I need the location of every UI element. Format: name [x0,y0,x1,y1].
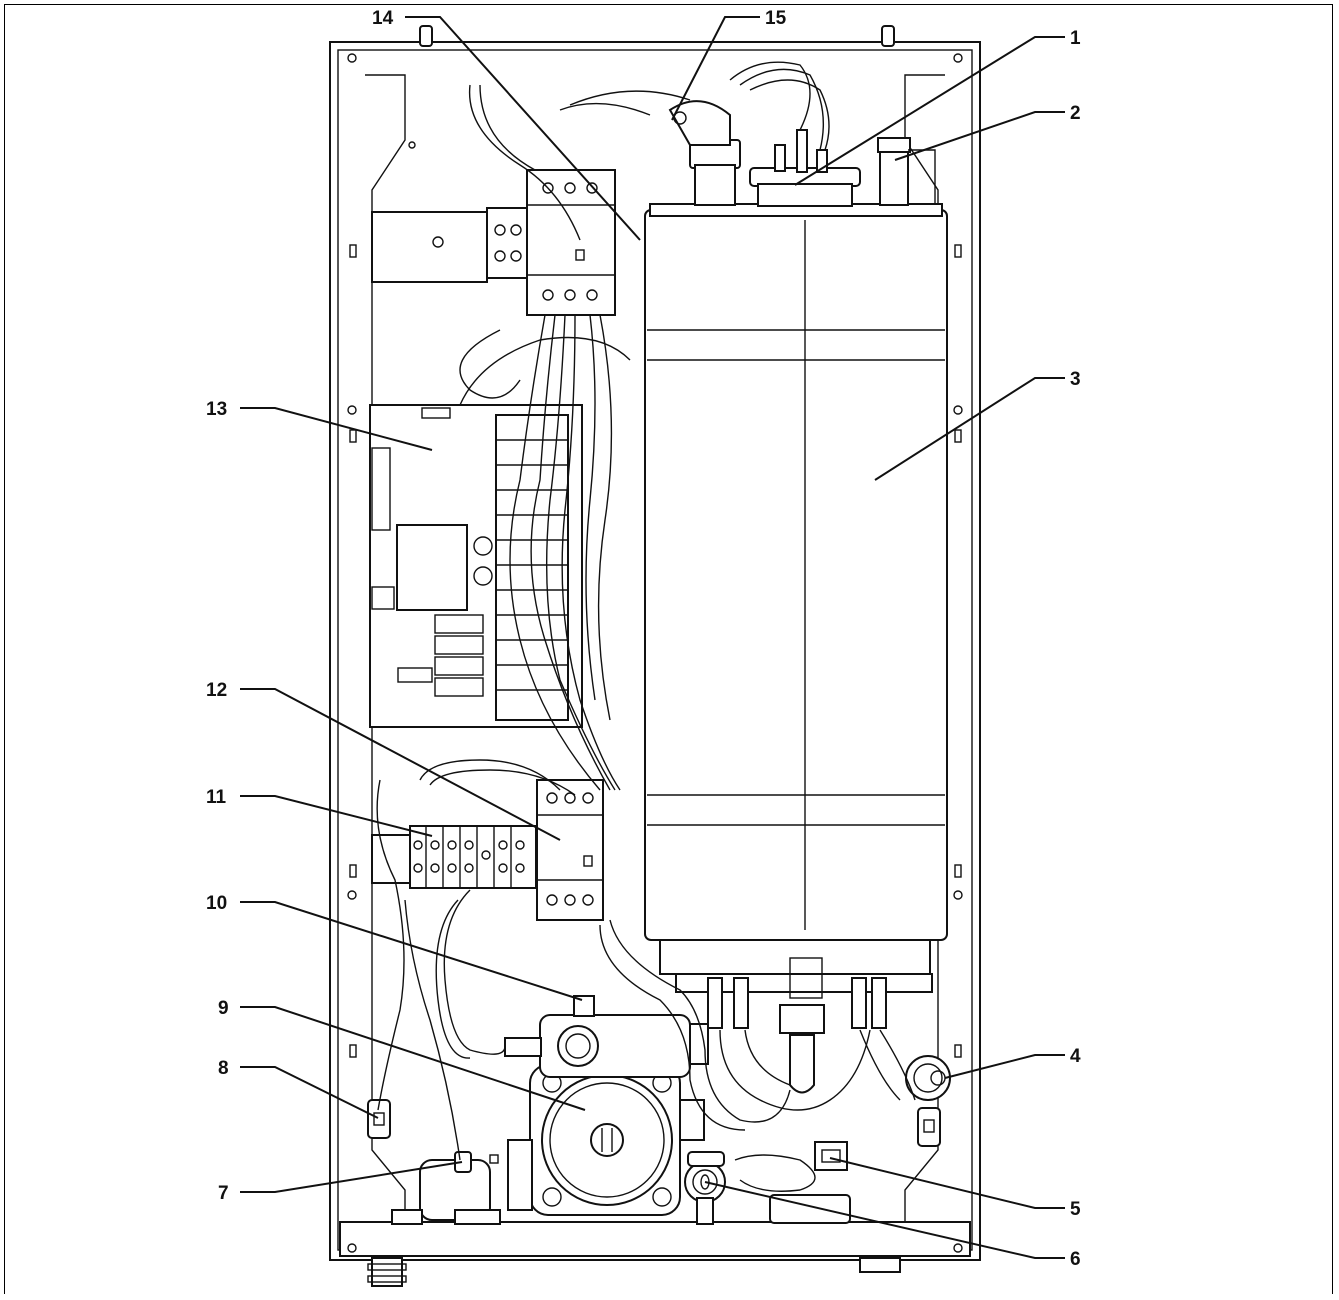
heating-elements-bottom [707,977,887,1094]
cable-clamp-right [917,1107,941,1147]
heating-cylinder [644,203,948,999]
callout-2: 2 [1070,103,1081,124]
callout-4: 4 [1070,1046,1081,1067]
callout-15: 15 [765,8,787,29]
leader-line-12 [240,688,561,841]
upper-contactor [526,169,616,316]
leader-lines [240,16,1065,1259]
callout-10: 10 [206,893,227,914]
leader-line-2 [894,111,1065,161]
cable-clamp-left [367,1099,391,1139]
leader-line-15 [671,16,760,121]
leader-line-1 [794,36,1065,186]
leader-line-6 [704,1181,1065,1259]
callout-13: 13 [206,399,227,420]
leader-line-8 [240,1066,379,1119]
leader-line-9 [240,1006,586,1111]
callout-9: 9 [218,998,229,1019]
wiring-harness [376,61,916,1192]
circulation-pump [507,1064,705,1216]
air-vent-elbow [668,100,741,206]
callout-7: 7 [218,1183,229,1204]
temperature-sensor-connector [749,129,861,207]
mains-terminal-strip [371,825,537,889]
pump-speed-switch [504,995,709,1078]
lower-contactor [536,779,604,921]
control-pcb [369,404,583,728]
callout-11: 11 [206,787,227,808]
callout-3: 3 [1070,369,1081,390]
callout-14: 14 [372,8,394,29]
upper-terminal-block [371,207,528,283]
safety-valve [877,137,936,206]
leader-line-4 [944,1054,1065,1079]
callout-8: 8 [218,1058,229,1079]
leader-line-10 [240,901,583,1001]
callout-labels: 1 2 3 4 5 6 7 8 9 10 11 12 13 14 15 [206,8,1081,1270]
leader-line-5 [829,1157,1065,1209]
flow-switch [814,1141,848,1171]
leader-line-11 [240,795,433,837]
callout-1: 1 [1070,28,1081,49]
leader-line-7 [240,1161,463,1193]
leader-line-14 [405,16,641,241]
callout-6: 6 [1070,1249,1081,1270]
figure-frame [4,4,1333,1294]
leader-line-13 [240,407,433,451]
leader-line-3 [874,377,1065,481]
callout-5: 5 [1070,1199,1081,1220]
callout-12: 12 [206,680,227,701]
